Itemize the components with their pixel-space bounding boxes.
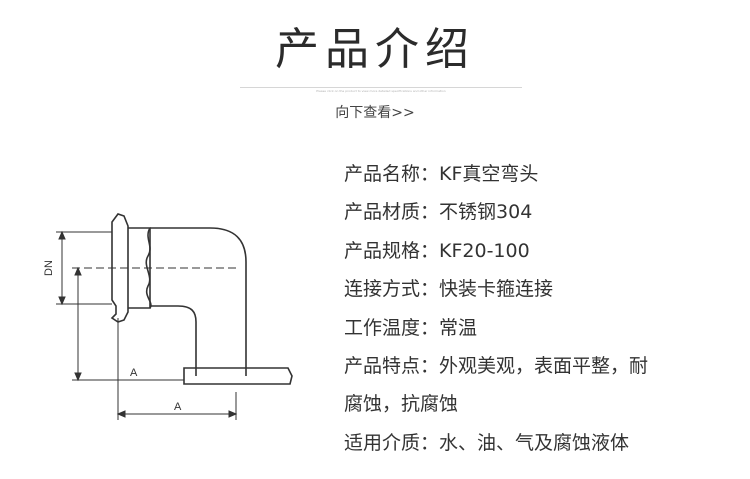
- elbow-outer: [150, 227, 247, 368]
- elbow-inner: [150, 305, 197, 368]
- spec-label: 产品材质：: [344, 201, 440, 224]
- spec-value: 常温: [439, 316, 478, 339]
- spec-value: KF真空弯头: [439, 163, 539, 185]
- spec-line: 产品规格：KF20-100: [344, 232, 744, 270]
- elbow-technical-drawing: DN A A: [43, 213, 293, 420]
- dim-a-vertical-label: A: [130, 367, 138, 379]
- spec-line: 腐蚀，抗腐蚀: [344, 385, 744, 423]
- scroll-down-link[interactable]: 向下查看>>: [335, 105, 415, 121]
- spec-line: 连接方式：快装卡箍连接: [344, 270, 744, 308]
- title-sub-caption: Please click on the product to view more…: [316, 89, 446, 93]
- spec-line: 产品名称：KF真空弯头: [344, 155, 744, 193]
- spec-line: 适用介质：水、油、气及腐蚀液体: [344, 424, 744, 462]
- spec-value: 外观美观，表面平整，耐: [439, 355, 649, 378]
- left-flange: [110, 213, 129, 323]
- spec-line: 产品材质：不锈钢304: [344, 193, 744, 231]
- spec-label: 产品规格：: [344, 239, 440, 262]
- spec-value: KF20-100: [439, 239, 530, 262]
- bottom-flange: [183, 367, 293, 385]
- spec-value: 水、油、气及腐蚀液体: [439, 431, 630, 454]
- dim-a-horizontal-label: A: [174, 401, 182, 413]
- title-divider: [240, 87, 522, 88]
- spec-label: 工作温度：: [344, 316, 440, 339]
- spec-value: 快装卡箍连接: [439, 278, 554, 301]
- spec-label: 适用介质：: [344, 431, 440, 454]
- spec-label: 产品特点：: [344, 355, 440, 378]
- dim-dn-label: DN: [43, 260, 55, 276]
- spec-label: 连接方式：: [344, 278, 440, 301]
- spec-value: 不锈钢304: [439, 201, 533, 224]
- break-line: [145, 227, 152, 309]
- spec-label: 产品名称：: [344, 163, 440, 185]
- page-title: 产品介绍: [275, 24, 475, 75]
- spec-value: 腐蚀，抗腐蚀: [344, 393, 459, 416]
- spec-line: 产品特点：外观美观，表面平整，耐: [344, 347, 744, 385]
- spec-line: 工作温度：常温: [344, 309, 744, 347]
